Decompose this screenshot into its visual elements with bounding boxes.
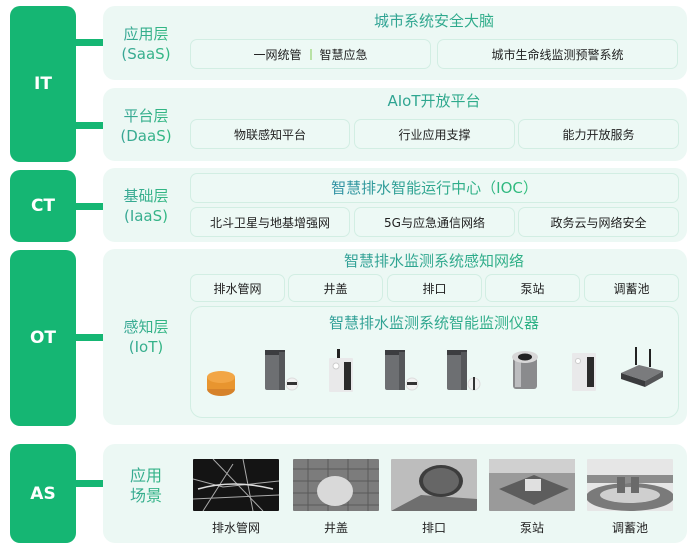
box-outfall: 排口 <box>387 274 482 302</box>
box-iot-platform: 物联感知平台 <box>190 119 350 149</box>
tier-label: IT <box>34 74 52 94</box>
box-label: 行业应用支撑 <box>398 127 471 142</box>
box-5g-network: 5G与应急通信网络 <box>354 207 515 237</box>
box-unified-management: 一网统管 智慧应急 <box>190 39 431 69</box>
connector <box>75 334 104 341</box>
box-label: 调蓄池 <box>613 281 650 296</box>
tier-ct: CT <box>10 170 76 242</box>
box-label: 井盖 <box>323 281 348 296</box>
box-label: 政务云与网络安全 <box>550 215 647 230</box>
box-drainage-network: 排水管网 <box>190 274 285 302</box>
connector <box>75 203 104 210</box>
tier-label: CT <box>30 196 56 216</box>
layer-label-line1: 应用 <box>129 466 162 485</box>
panel-iot: 感知层 (IoT) 智慧排水监测系统感知网络 排水管网 井盖 排口 泵站 调蓄池… <box>103 249 687 425</box>
panel-application-scenes: 应用 场景 排水管网 井盖 排口 泵站 调蓄池 <box>103 444 687 543</box>
gray-tower-vial-sensor-icon <box>447 350 481 391</box>
outfall-image <box>391 459 477 511</box>
layer-label-line2: (IaaS) <box>123 207 169 225</box>
scene-label: 排口 <box>421 521 446 535</box>
box-ioc: 智慧排水智能运行中心（IOC） <box>190 173 679 203</box>
box-beidou-network: 北斗卫星与地基增强网 <box>190 207 350 237</box>
separator <box>309 48 312 60</box>
box-lifeline-monitoring: 城市生命线监测预警系统 <box>437 39 678 69</box>
instruments-heading: 智慧排水监测系统智能监测仪器 <box>191 313 677 333</box>
daas-heading: AIoT开放平台 <box>189 91 679 111</box>
white-box-sensor-icon <box>572 353 596 391</box>
layer-label-line1: 感知层 <box>123 318 169 336</box>
layer-label-as: 应用 场景 <box>103 466 189 506</box>
layer-label-line1: 平台层 <box>123 107 169 125</box>
tier-label: OT <box>29 328 57 348</box>
scene-label: 井盖 <box>323 521 348 535</box>
layer-label-line2: 场景 <box>129 486 162 505</box>
box-label: 5G与应急通信网络 <box>384 215 485 230</box>
box-industry-support: 行业应用支撑 <box>354 119 515 149</box>
box-gov-cloud: 政务云与网络安全 <box>518 207 679 237</box>
manhole-image <box>293 459 379 511</box>
box-label: 北斗卫星与地基增强网 <box>209 215 330 230</box>
tier-ot: OT <box>10 250 76 426</box>
layer-label-line1: 基础层 <box>123 187 169 205</box>
panel-iaas: 基础层 (IaaS) 智慧排水智能运行中心（IOC） 北斗卫星与地基增强网 5G… <box>103 168 687 242</box>
gray-tower-sensor-icon <box>265 350 299 391</box>
connector <box>75 122 104 129</box>
gateway-router-icon <box>621 347 663 387</box>
connector <box>75 480 104 487</box>
pump-station-image <box>489 459 575 511</box>
connector <box>75 39 104 46</box>
layer-label-daas: 平台层 (DaaS) <box>103 106 189 146</box>
box-label: 物联感知平台 <box>233 127 306 142</box>
layer-label-saas: 应用层 (SaaS) <box>103 24 189 64</box>
saas-heading: 城市系统安全大脑 <box>189 11 679 31</box>
tier-it: IT <box>10 6 76 162</box>
gray-tower-sensor-icon <box>385 350 419 391</box>
box-label: 智慧应急 <box>319 47 368 62</box>
panel-saas: 应用层 (SaaS) 城市系统安全大脑 一网统管 智慧应急 城市生命线监测预警系… <box>103 6 687 80</box>
box-label: 排水管网 <box>213 281 262 296</box>
drainage-network-image <box>193 459 279 511</box>
box-label: 排口 <box>422 281 447 296</box>
orange-puck-sensor-icon <box>207 371 235 396</box>
layer-label-line1: 应用层 <box>123 25 169 43</box>
scene-label: 排水管网 <box>211 521 260 535</box>
box-retention-pond: 调蓄池 <box>584 274 679 302</box>
tier-label: AS <box>30 483 56 504</box>
scene-label: 调蓄池 <box>611 521 648 535</box>
scene-label: 泵站 <box>519 521 544 535</box>
ioc-heading: 智慧排水智能运行中心（IOC） <box>331 179 538 197</box>
box-label: 泵站 <box>520 281 545 296</box>
box-label: 能力开放服务 <box>562 127 635 142</box>
tier-as: AS <box>10 444 76 543</box>
layer-label-line2: (IoT) <box>128 338 164 356</box>
white-box-sensor-icon <box>329 349 353 392</box>
cylinder-level-sensor-icon <box>512 351 538 389</box>
instruments-panel: 智慧排水监测系统智能监测仪器 <box>190 306 679 418</box>
box-label: 一网统管 <box>253 47 302 62</box>
iot-heading: 智慧排水监测系统感知网络 <box>189 251 679 271</box>
layer-label-line2: (DaaS) <box>120 127 172 145</box>
box-pump-station: 泵站 <box>485 274 580 302</box>
layer-label-iot: 感知层 (IoT) <box>103 317 189 357</box>
panel-daas: 平台层 (DaaS) AIoT开放平台 物联感知平台 行业应用支撑 能力开放服务 <box>103 88 687 161</box>
box-manhole: 井盖 <box>288 274 383 302</box>
retention-pond-image <box>587 459 673 511</box>
layer-label-iaas: 基础层 (IaaS) <box>103 186 189 226</box>
box-open-services: 能力开放服务 <box>518 119 679 149</box>
box-label: 城市生命线监测预警系统 <box>491 47 624 62</box>
layer-label-line2: (SaaS) <box>121 45 171 63</box>
